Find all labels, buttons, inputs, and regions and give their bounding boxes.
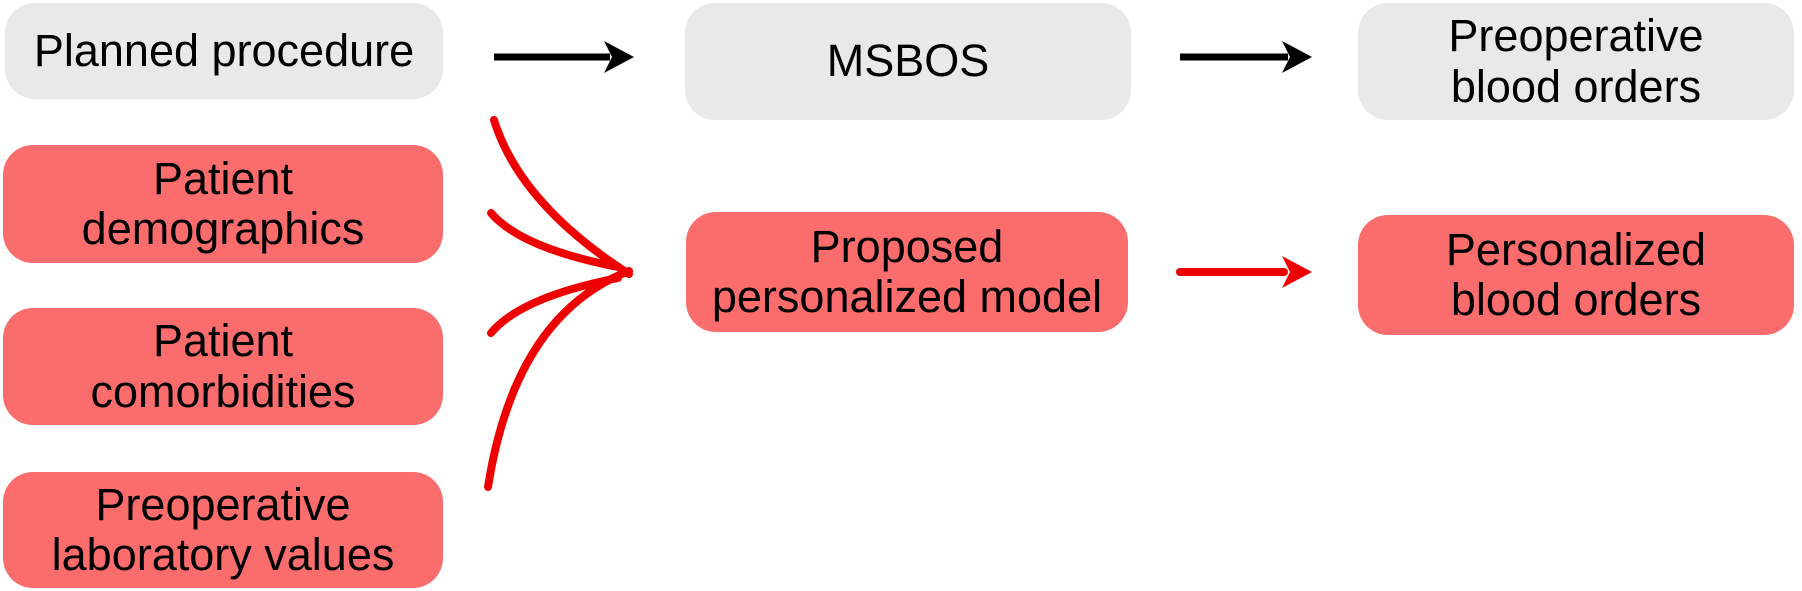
converging-curves-inputs-to-model (484, 116, 633, 491)
node-patient-demographics: Patient demographics (3, 145, 443, 263)
converge-curve-top-outer (490, 116, 633, 278)
node-preoperative-laboratory-values: Preoperative laboratory values (3, 472, 443, 588)
node-planned-procedure: Planned procedure (5, 3, 443, 99)
node-patient-comorbidities-label: Patient comorbidities (90, 315, 356, 417)
node-patient-demographics-label: Patient demographics (81, 152, 365, 254)
node-planned-procedure-label: Planned procedure (33, 24, 415, 76)
node-proposed-personalized-model-label: Proposed personalized model (711, 220, 1103, 322)
converge-curve-bottom-outer (484, 267, 633, 491)
arrow-model-to-personalized-blood-orders (1176, 256, 1312, 288)
node-msbos: MSBOS (685, 3, 1131, 120)
arrow-planned-to-msbos (494, 41, 634, 73)
node-preoperative-laboratory-values-label: Preoperative laboratory values (51, 478, 395, 580)
node-proposed-personalized-model: Proposed personalized model (686, 212, 1128, 332)
node-personalized-blood-orders: Personalized blood orders (1358, 215, 1794, 335)
converge-curve-bottom-inner (487, 274, 622, 337)
node-preoperative-blood-orders: Preoperative blood orders (1358, 3, 1794, 120)
node-preoperative-blood-orders-label: Preoperative blood orders (1448, 10, 1704, 112)
node-msbos-label: MSBOS (826, 35, 990, 87)
node-patient-comorbidities: Patient comorbidities (3, 308, 443, 425)
node-personalized-blood-orders-label: Personalized blood orders (1445, 223, 1707, 325)
converge-curve-top-inner (487, 209, 622, 271)
arrow-msbos-to-preoperative-blood-orders (1180, 41, 1312, 73)
